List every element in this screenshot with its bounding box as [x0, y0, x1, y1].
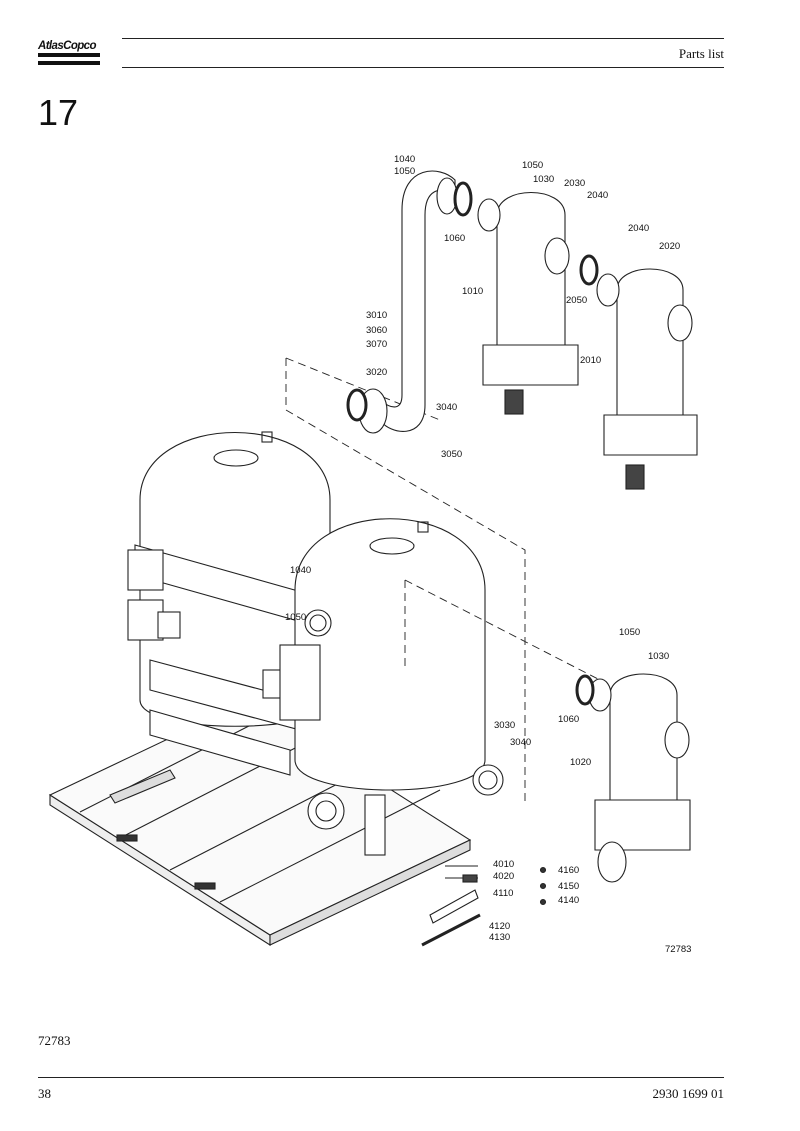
- callout-4160: 4160: [558, 865, 579, 876]
- callout-1050: 1050: [285, 612, 306, 623]
- assembly-guides: [285, 357, 601, 805]
- callout-1060: 1060: [558, 714, 579, 725]
- callout-1040: 1040: [290, 565, 311, 576]
- callout-3070: 3070: [366, 339, 387, 350]
- header-top-rule: [122, 38, 724, 39]
- callout-3060: 3060: [366, 325, 387, 336]
- callout-4020: 4020: [493, 871, 514, 882]
- callout-4010: 4010: [493, 859, 514, 870]
- logo-bar: [38, 61, 100, 65]
- callout-1040: 1040: [394, 154, 415, 165]
- callout-1030: 1030: [648, 651, 669, 662]
- callout-1060: 1060: [444, 233, 465, 244]
- callout-2040: 2040: [587, 190, 608, 201]
- footer-rule: [38, 1077, 724, 1078]
- callout-labels: 1040 1050 1060 1050 1030 2030 2040 2040 …: [285, 154, 691, 955]
- callout-1050: 1050: [394, 166, 415, 177]
- callout-3010: 3010: [366, 310, 387, 321]
- callout-4140: 4140: [558, 895, 579, 906]
- base-frame: [48, 699, 472, 947]
- callout-2040: 2040: [628, 223, 649, 234]
- page-number: 38: [38, 1086, 51, 1101]
- callout-1030: 1030: [533, 174, 554, 185]
- callout-3020: 3020: [366, 367, 387, 378]
- document-number: 2930 1699 01: [652, 1086, 725, 1101]
- callout-1010: 1010: [462, 286, 483, 297]
- header-bottom-rule: [122, 67, 724, 68]
- pipe-3010: [346, 170, 473, 434]
- filter-1020: [575, 673, 691, 883]
- filter-2010: [579, 254, 698, 490]
- filter-1010: [477, 191, 579, 415]
- accessories: [421, 865, 547, 947]
- left-piping: [127, 544, 331, 776]
- callout-3040: 3040: [510, 737, 531, 748]
- callout-2010: 2010: [580, 355, 601, 366]
- callout-4120: 4120: [489, 921, 510, 932]
- callout-4150: 4150: [558, 881, 579, 892]
- page-title: Parts list: [678, 46, 724, 61]
- callout-3050: 3050: [441, 449, 462, 460]
- logo-bar: [38, 53, 100, 57]
- figure-reference: 72783: [665, 944, 691, 955]
- callout-1050: 1050: [619, 627, 640, 638]
- callout-3030: 3030: [494, 720, 515, 731]
- section-number: 17: [38, 92, 79, 133]
- callout-2020: 2020: [659, 241, 680, 252]
- image-reference: 72783: [38, 1033, 71, 1048]
- exploded-parts-drawing: 1040 1050 1060 1050 1030 2030 2040 2040 …: [48, 154, 698, 955]
- callout-3040: 3040: [436, 402, 457, 413]
- callout-2030: 2030: [564, 178, 585, 189]
- atlas-copco-logo: AtlasCopco: [38, 38, 100, 68]
- callout-1020: 1020: [570, 757, 591, 768]
- brand-wordmark: AtlasCopco: [38, 40, 97, 52]
- callout-1050: 1050: [522, 160, 543, 171]
- callout-2050: 2050: [566, 295, 587, 306]
- vessel-right: [279, 518, 504, 856]
- callout-4130: 4130: [489, 932, 510, 943]
- callout-4110: 4110: [493, 888, 513, 899]
